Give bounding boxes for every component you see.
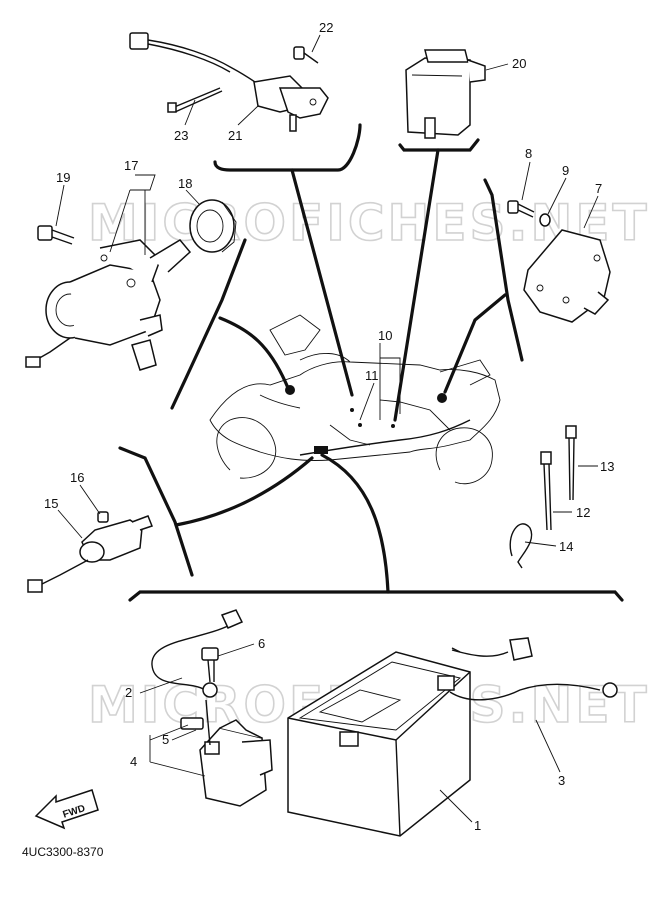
callout-20: 20 (512, 56, 526, 71)
callout-8: 8 (525, 146, 532, 161)
part-9-washer (539, 213, 551, 227)
callout-14: 14 (559, 539, 573, 554)
callout-13: 13 (600, 459, 614, 474)
callout-numbers: 22 23 21 20 8 9 7 10 11 19 17 18 13 12 1… (44, 20, 614, 833)
part-22-bolt (293, 46, 319, 64)
callout-16: 16 (70, 470, 84, 485)
part-20-relay (405, 49, 486, 139)
part-4-starter-relay (199, 699, 273, 807)
callout-19: 19 (56, 170, 70, 185)
callout-21: 21 (228, 128, 242, 143)
callout-3: 3 (558, 773, 565, 788)
callout-5: 5 (162, 732, 169, 747)
callout-leaders (55, 34, 599, 823)
part-8-bolt (507, 200, 535, 218)
part-17-main-switch (25, 239, 192, 371)
part-16-bolt (97, 511, 109, 523)
leader-lines (118, 123, 624, 602)
part-21-relay (129, 32, 329, 132)
diagram-code: 4UC3300-8370 (22, 845, 104, 859)
part-13-tie (565, 425, 577, 501)
fwd-arrow: FWD (34, 789, 99, 830)
callout-22: 22 (319, 20, 333, 35)
part-7-regulator (523, 229, 611, 323)
part-3-cable (449, 637, 618, 701)
callout-2: 2 (125, 685, 132, 700)
callout-7: 7 (595, 181, 602, 196)
part-12-tie (540, 451, 552, 531)
callout-1: 1 (474, 818, 481, 833)
part-5-fuse (180, 717, 204, 730)
callout-4: 4 (130, 754, 137, 769)
callout-15: 15 (44, 496, 58, 511)
callout-11: 11 (365, 368, 379, 383)
part-19-bolt (37, 225, 75, 245)
part-1-battery (287, 651, 471, 837)
callout-17: 17 (124, 158, 138, 173)
callout-10: 10 (378, 328, 392, 343)
callout-23: 23 (174, 128, 188, 143)
part-23-tie (167, 87, 223, 113)
callout-18: 18 (178, 176, 192, 191)
part-18-cap (189, 199, 237, 253)
callout-9: 9 (562, 163, 569, 178)
part-2-cable (151, 609, 244, 698)
callout-6: 6 (258, 636, 265, 651)
callout-12: 12 (576, 505, 590, 520)
scooter-outline (209, 314, 501, 485)
part-6-bolt (201, 647, 219, 683)
part-15-starter (27, 515, 153, 593)
part-14-clamp (509, 523, 533, 569)
